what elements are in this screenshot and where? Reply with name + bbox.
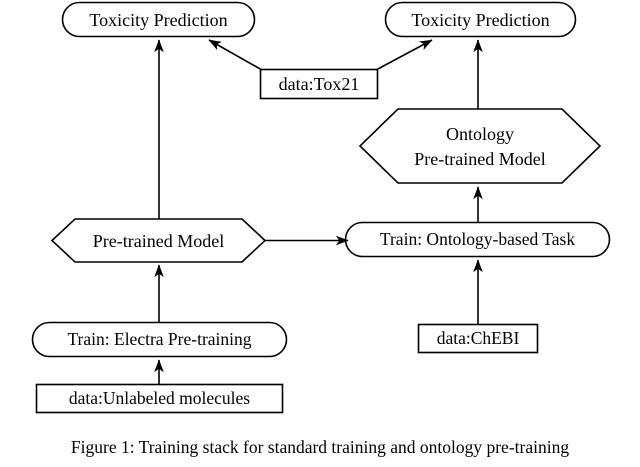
diagram-canvas (31, 1, 611, 414)
node-data-chebi-shape (417, 323, 539, 354)
node-data-tox21-shape (259, 68, 379, 100)
edge-tox21-to-toxicity-left (208, 39, 263, 71)
edge-tox21-to-toxicity-right (375, 39, 433, 71)
node-train-electra-pretraining-shape (31, 321, 288, 358)
figure-caption: Figure 1: Training stack for standard tr… (70, 437, 570, 457)
node-ontology-pretrained-model-shape (358, 108, 602, 184)
node-data-unlabeled-molecules-shape (35, 383, 284, 414)
node-pretrained-model-shape (50, 218, 267, 263)
node-train-ontology-based-task-shape (344, 221, 611, 258)
node-toxicity-prediction-right-shape (384, 1, 577, 38)
node-toxicity-prediction-left-shape (61, 1, 256, 38)
